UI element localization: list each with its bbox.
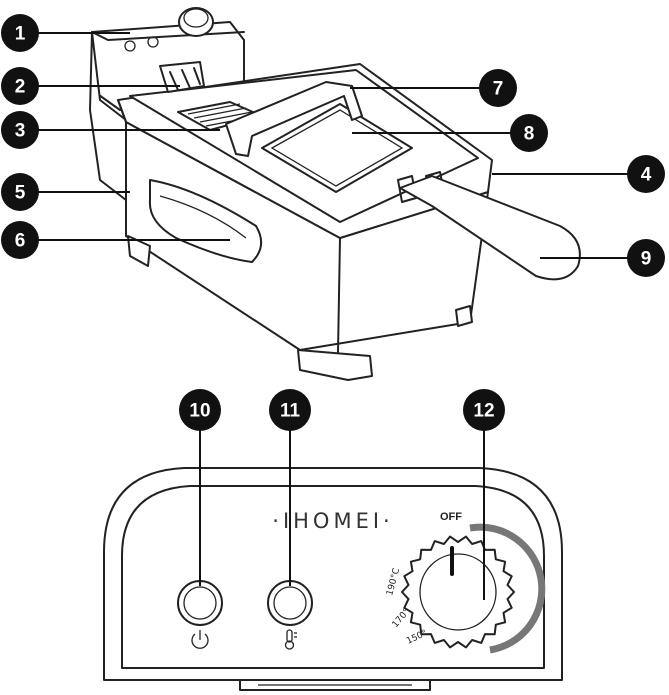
callout-4: 4 [627,155,665,193]
svg-text:10: 10 [189,401,210,422]
svg-text:12: 12 [473,401,494,422]
control-panel-illustration: ·IHOMEI· OFF 190°C 170° 150° [103,467,563,691]
svg-text:1: 1 [15,24,26,45]
svg-text:11: 11 [280,401,301,422]
callout-12: 12 [463,389,505,431]
svg-text:5: 5 [15,183,26,204]
svg-text:2: 2 [15,77,26,98]
callout-3: 3 [1,111,39,149]
foot-right [455,305,473,327]
basket-handle [399,175,581,281]
viewing-window [261,103,413,193]
brand-logo: ·IHOMEI· [272,509,393,533]
callout-1: 1 [1,14,39,52]
callout-5: 5 [1,173,39,211]
svg-text:6: 6 [15,231,26,252]
top-knob [178,7,214,37]
power-icon [191,630,209,649]
foot-left [127,235,151,267]
panel-inner [121,485,545,669]
dial-off-label: OFF [440,511,462,523]
callout-11: 11 [269,389,311,431]
foot-front [297,349,373,381]
callout-9: 9 [627,239,665,277]
thermometer-icon [284,629,297,650]
callout-2: 2 [1,67,39,105]
lid-handle [225,81,363,157]
callout-8: 8 [510,114,548,152]
callout-10: 10 [179,389,221,431]
leader-lines [36,32,638,600]
fryer-illustration [89,7,581,381]
lid-release-button [159,61,205,93]
svg-text:8: 8 [524,124,535,145]
svg-text:9: 9 [641,249,652,270]
side-handle [148,179,263,263]
callout-7: 7 [479,69,517,107]
callout-6: 6 [1,221,39,259]
svg-text:7: 7 [493,79,504,100]
svg-text:4: 4 [641,165,652,186]
svg-text:3: 3 [15,121,26,142]
